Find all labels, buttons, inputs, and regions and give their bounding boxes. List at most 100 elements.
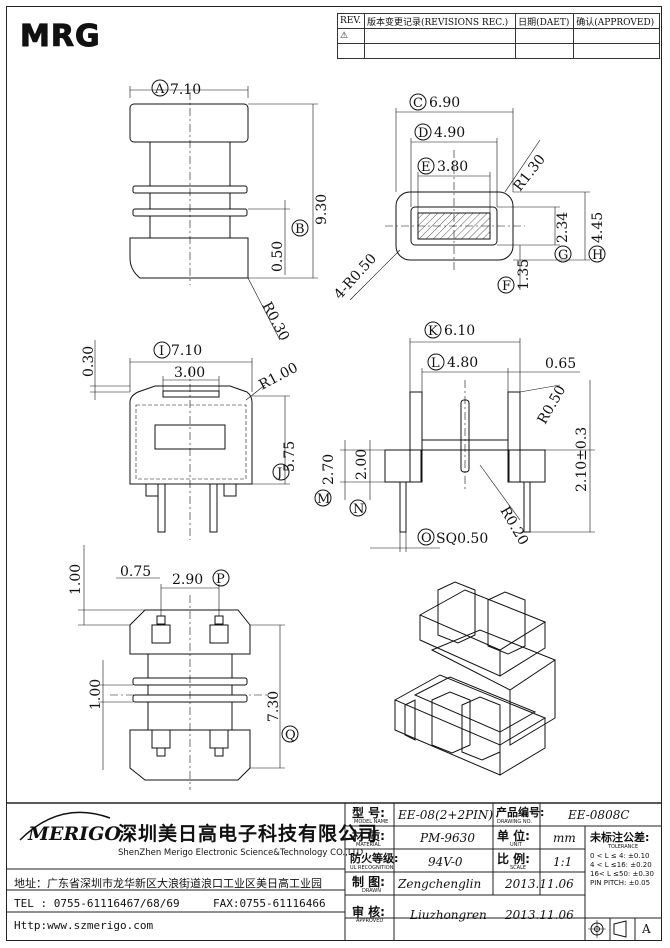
merigo-brand: MERIGO <box>28 823 121 845</box>
material-sub: MATERIAL <box>356 842 381 848</box>
letter-c: C <box>413 96 423 111</box>
dim-r030: R0.30 <box>258 299 292 343</box>
dim-r050: R0.50 <box>535 383 570 427</box>
company-address: 地址：广东省深圳市龙华新区大浪街道浪口工业区美日高工业园 <box>14 877 322 890</box>
approved-date: 2013.11.06 <box>505 908 574 922</box>
dim-r130: R1.30 <box>511 152 549 195</box>
approved-sub: APPROVED <box>356 918 384 924</box>
tolerance-row: 4 < L ≤16: ±0.20 <box>590 861 652 869</box>
letter-h: H <box>592 248 603 263</box>
brand-swoosh <box>19 811 111 841</box>
dim-r020: R0.20 <box>497 504 532 548</box>
dim-m: 2.70 <box>321 454 337 485</box>
dim-q: 7.30 <box>266 691 282 722</box>
dim-050: 0.50 <box>270 241 286 272</box>
dim-l: 4.80 <box>447 355 478 371</box>
drawing-no-label: 产品编号: <box>496 806 545 819</box>
drawing-no-sub: DRAWING NO. <box>497 819 532 825</box>
scale-value: 1:1 <box>553 855 573 869</box>
letter-e: E <box>421 160 431 175</box>
dim-g: 2.34 <box>555 212 571 243</box>
approved-value: Liuzhongren <box>410 908 487 922</box>
letter-m: M <box>317 492 330 507</box>
dim-a: 7.10 <box>170 82 201 98</box>
letter-g: G <box>558 248 568 263</box>
view-top-right <box>349 108 590 301</box>
approved-label: 审 核: <box>352 905 385 919</box>
dim-f: 1.35 <box>516 259 532 290</box>
unit-label: 单 位: <box>497 829 530 843</box>
tolerance-row: PIN PITCH: ±0.05 <box>590 879 651 887</box>
dim-030: 0.30 <box>81 346 97 377</box>
dim-210: 2.10±0.3 <box>574 427 590 492</box>
drawn-value: Zengchenglin <box>398 877 482 891</box>
dim-100a: 1.00 <box>68 564 84 595</box>
dim-300: 3.00 <box>174 365 205 381</box>
dim-n: 2.00 <box>354 449 370 480</box>
dim-o: SQ0.50 <box>436 531 488 547</box>
unit-sub: UNIT <box>510 842 522 848</box>
title-block-grid <box>6 802 662 941</box>
company-tel: TEL : 0755-61116467/68/69 <box>14 897 180 910</box>
scale-sub: SCALE <box>510 865 527 871</box>
view-side-top <box>129 86 318 341</box>
company-fax: FAX:0755-61116466 <box>213 897 326 910</box>
letter-p: P <box>216 572 225 587</box>
dim-i: 7.10 <box>171 343 202 359</box>
company-website[interactable]: Http:www.szmerigo.com <box>14 919 154 932</box>
ul-value: 94V-0 <box>428 855 463 869</box>
tolerance-row: 0 < L ≤ 4: ±0.10 <box>590 852 650 860</box>
dim-4r050: 4-R0.50 <box>331 251 380 303</box>
tolerance-label: 未标注公差: <box>590 831 650 844</box>
view-bottom <box>78 545 285 790</box>
dim-r100: R1.00 <box>256 360 300 394</box>
dim-p: 2.90 <box>172 572 203 588</box>
view-front-mid <box>90 340 290 540</box>
drawn-date: 2013.11.06 <box>505 877 574 891</box>
dimension-bubbles <box>151 79 606 743</box>
letter-o: O <box>421 531 432 546</box>
projection-symbol-icon <box>588 920 627 938</box>
letter-a: A <box>154 82 165 97</box>
material-value: PM-9630 <box>420 831 475 845</box>
tolerance-row: 16< L ≤50: ±0.30 <box>590 870 654 878</box>
company-name-en: ShenZhen Merigo Electronic Science&Techn… <box>118 848 364 858</box>
dim-j: 5.75 <box>282 441 298 472</box>
letter-j: J <box>275 466 282 481</box>
letter-n: N <box>353 502 364 517</box>
letter-l: L <box>431 356 440 371</box>
dim-h: 4.45 <box>590 212 606 243</box>
model-sub: MODEL NAME <box>354 819 389 825</box>
model-label: 型 号: <box>352 806 385 820</box>
letter-i: I <box>159 344 164 359</box>
letter-f: F <box>502 279 511 294</box>
dim-c: 6.90 <box>429 95 460 111</box>
letter-d: D <box>418 126 428 141</box>
letter-k: K <box>428 324 438 339</box>
drawing-frame <box>6 6 662 941</box>
tolerance-sub: TOLERANCE <box>608 844 639 850</box>
revision-table: REV. 版本变更记录(REVISIONS REC.) 日期(DAET) 确认(… <box>337 13 660 59</box>
dimension-letters: A B C D E F G H I J K L M N O P Q <box>154 82 603 743</box>
drawn-sub: DRAWN <box>362 888 381 894</box>
ul-sub: UL RECOGNITION <box>350 865 394 871</box>
view-isometric <box>393 581 557 776</box>
dim-065: 0.65 <box>545 356 576 372</box>
ul-label: 防火等级: <box>350 852 399 865</box>
mrg-logo: MRG <box>20 19 101 54</box>
dim-k: 6.10 <box>444 323 475 339</box>
letter-q: Q <box>285 728 296 743</box>
dim-075: 0.75 <box>120 564 151 580</box>
material-label: 材 质: <box>352 829 385 843</box>
dim-100b: 1.00 <box>88 679 104 710</box>
view-side-mid <box>340 338 595 552</box>
unit-value: mm <box>553 831 576 845</box>
drawn-label: 制 图: <box>352 875 385 889</box>
letter-b: B <box>295 222 305 237</box>
scale-label: 比 例: <box>497 852 530 866</box>
dim-b: 9.30 <box>314 194 330 225</box>
model-value: EE-08(2+2PIN) <box>398 808 494 822</box>
dim-e: 3.80 <box>437 159 468 175</box>
company-name-cn: 深圳美日高电子科技有限公司 <box>118 823 379 845</box>
